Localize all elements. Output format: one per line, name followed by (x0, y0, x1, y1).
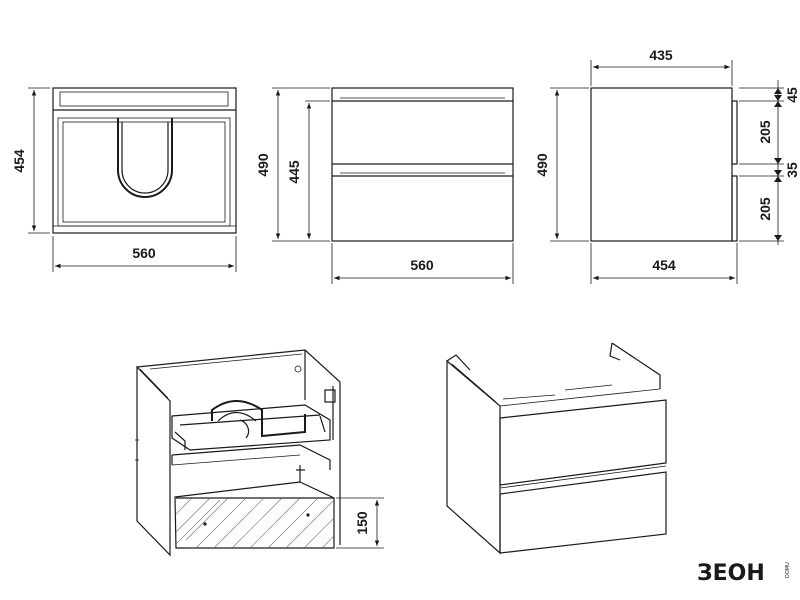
top-view-width-dimension: 560 (52, 236, 237, 272)
side-view-top-depth-dimension: 435 (590, 47, 733, 86)
top-view (52, 87, 237, 234)
isometric-closed-view (446, 342, 667, 555)
top-view-width-label: 560 (132, 245, 156, 261)
side-view-bottom-depth-dimension: 454 (590, 243, 738, 284)
top-view-depth-label: 454 (11, 149, 27, 173)
brand-logo-text: ЗЕОН (697, 561, 765, 586)
front-view-height-label: 490 (255, 153, 271, 177)
front-view-width-dimension: 560 (331, 243, 514, 284)
side-view-top-depth-label: 435 (649, 47, 673, 63)
top-view-depth-dimension: 454 (11, 87, 50, 234)
front-view-body-height-label: 445 (286, 160, 302, 184)
side-view-gap-mid-label: 35 (784, 162, 800, 178)
side-view-height-label: 490 (534, 153, 550, 177)
side-view (590, 87, 738, 242)
side-view-gap-top-label: 45 (784, 87, 800, 103)
isometric-drawer-height-dimension: 150 (336, 497, 384, 549)
front-view-height-dimension: 490 (255, 87, 330, 242)
side-view-drawer2-label: 205 (757, 197, 773, 221)
side-view-drawer-dimensions: 45 205 35 205 (739, 80, 800, 245)
isometric-open-view (135, 349, 341, 557)
side-view-drawer1-label: 205 (757, 120, 773, 144)
front-view-body-height-dimension: 445 (286, 100, 330, 239)
brand-logo: ЗЕОН DOMU (697, 561, 791, 586)
side-view-height-dimension: 490 (534, 87, 589, 242)
side-view-bottom-depth-label: 454 (652, 257, 676, 273)
front-view-width-label: 560 (410, 257, 434, 273)
isometric-drawer-height-label: 150 (354, 511, 370, 535)
front-view (331, 87, 514, 242)
brand-logo-subtext: DOMU (785, 562, 791, 578)
